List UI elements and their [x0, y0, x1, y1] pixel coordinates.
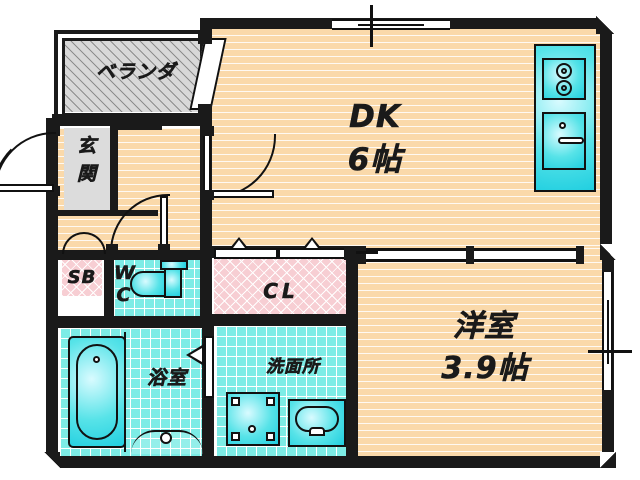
- toilet-tank-icon: [164, 268, 182, 298]
- vanity-faucet-icon: [309, 427, 325, 436]
- room-floor-entrance: [64, 128, 110, 214]
- wall-west-outer: [46, 118, 58, 466]
- room-label-balcony: ベランダ: [95, 61, 176, 83]
- rail-balcony-inner-left: [62, 38, 65, 116]
- closet-door-right-marker-inner-icon: [306, 240, 318, 248]
- room-label-dk-size: 6帖: [347, 142, 403, 178]
- washer-pan-corner-tr-icon: [266, 397, 275, 406]
- room-label-shoebox: SB: [67, 267, 97, 288]
- wall-entrance-step: [58, 210, 158, 216]
- room-floor-bedroom: [352, 248, 614, 460]
- wall-sb-wc-divider: [104, 250, 114, 316]
- wall-wet-bottom: [46, 456, 356, 468]
- room-label-wc-line1: W: [114, 262, 136, 284]
- partition-stile-left: [358, 246, 366, 264]
- room-label-wc-line2: C: [116, 284, 132, 306]
- closet-rail-pin: [356, 251, 378, 254]
- bath-door-marker-inner-icon: [190, 348, 202, 362]
- room-label-closet: CL: [263, 279, 299, 303]
- toilet[interactable]: [130, 260, 188, 298]
- wall-washroom-right: [346, 314, 358, 468]
- room-label-entrance-line2: 関: [76, 163, 97, 185]
- jamb-dk-door-bottom: [200, 190, 214, 200]
- stove-burner-bottom-icon: [556, 80, 572, 96]
- washer-pan-corner-br-icon: [266, 432, 275, 441]
- wall-wc-bath-divider: [46, 316, 212, 328]
- dk-window-marker-v: [370, 5, 373, 47]
- room-label-washroom: 洗面所: [266, 357, 320, 377]
- closet-door-left-marker-inner-icon: [233, 240, 245, 248]
- closet-door-right[interactable]: [278, 248, 348, 259]
- wall-balcony-top: [54, 30, 210, 34]
- stove-burner-top-center: [561, 68, 567, 74]
- dk-door-leaf[interactable]: [212, 190, 274, 198]
- room-label-entrance-line1: 玄: [76, 135, 97, 157]
- corner-bevel-topright: [596, 16, 614, 34]
- corner-bevel-bottomleft: [44, 452, 60, 468]
- bathtub-surround-curve: [124, 332, 142, 452]
- closet-rail-end: [344, 246, 358, 260]
- wall-hall-bottom: [46, 250, 212, 260]
- room-label-bedroom-name: 洋室: [453, 309, 515, 344]
- room-label-bath: 浴室: [146, 367, 187, 389]
- wall-entrance-upper-ledge: [110, 124, 162, 130]
- dk-door-opening: [203, 132, 211, 200]
- jamb-wc-door-left: [106, 244, 118, 254]
- partition-stile-mid: [466, 246, 474, 264]
- wall-balcony-bottom: [52, 114, 212, 126]
- jamb-wc-door-right: [158, 244, 170, 254]
- wall-entrance-right: [110, 124, 118, 216]
- dk-window-mullion: [358, 24, 424, 26]
- rail-balcony-inner-top: [62, 38, 210, 41]
- room-label-dk-name: DK: [349, 99, 401, 135]
- bath-door-panel[interactable]: [204, 336, 214, 398]
- corner-bevel-bedroom-bottomright: [600, 452, 616, 468]
- stove-burner-bottom-center: [561, 85, 567, 91]
- bathtub-inner-basin-icon: [76, 344, 118, 440]
- sink-faucet-icon: [558, 137, 584, 144]
- jamb-balcony-top: [198, 34, 212, 44]
- wall-closet-washroom-divider: [200, 314, 356, 326]
- room-floor-closet: [214, 258, 348, 314]
- washer-pan-corner-bl-icon: [231, 432, 240, 441]
- room-floor-shoebox: [62, 260, 102, 296]
- wall-dk-right: [600, 18, 612, 252]
- sink-drain-icon: [559, 122, 566, 129]
- bedroom-window-mullion: [607, 300, 609, 364]
- bathtub-drain-icon: [93, 356, 100, 363]
- room-label-bedroom-size: 3.9帖: [441, 351, 529, 386]
- stove-burner-top-icon: [556, 63, 572, 79]
- corner-bevel-bedroom-topright: [600, 244, 616, 260]
- closet-door-left[interactable]: [214, 248, 278, 259]
- wall-balcony-left: [54, 30, 58, 122]
- washer-pan-corner-tl-icon: [231, 397, 240, 406]
- wall-bedroom-bottom: [346, 456, 614, 468]
- wall-wc-closet-divider: [200, 250, 212, 316]
- jamb-balcony-bottom: [198, 104, 212, 114]
- bath-counter-drain-icon: [160, 432, 172, 444]
- room-floor-dk: [200, 28, 600, 250]
- entrance-door-swing: [0, 132, 56, 192]
- room-floor-balcony: [62, 40, 208, 112]
- entrance-door-leaf[interactable]: [0, 184, 54, 192]
- toilet-lid-icon: [160, 260, 188, 270]
- partition-stile-right: [576, 246, 584, 264]
- bedroom-window-marker-h: [588, 350, 632, 353]
- jamb-dk-door-top: [200, 126, 214, 136]
- washer-pan-drain-icon: [248, 425, 256, 433]
